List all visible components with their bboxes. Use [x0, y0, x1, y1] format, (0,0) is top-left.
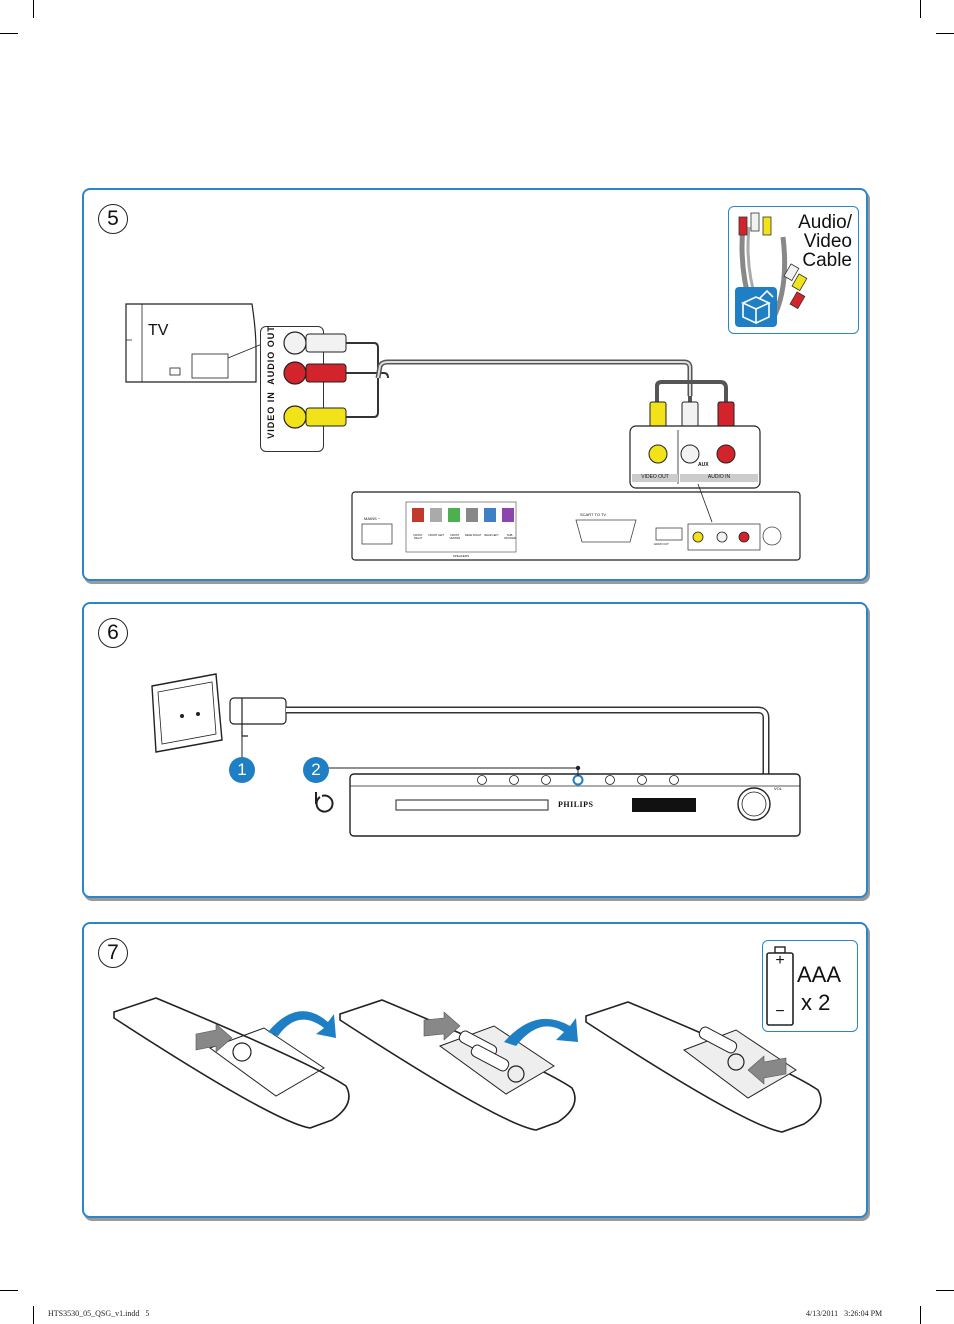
volume-label: VOL [774, 786, 783, 791]
tv-label: TV [148, 322, 169, 339]
speaker-port-label: REAR RIGHT [465, 534, 482, 537]
battery-icon [766, 946, 794, 1026]
av-cable-connection [283, 331, 801, 561]
step-6-panel: 6 1 2 PHILIPS [82, 602, 868, 898]
crop-mark [936, 33, 954, 34]
unit-speakers-label: SPEAKERS [452, 554, 470, 558]
speaker-port-label: SUB-WOOFER [504, 534, 516, 540]
speaker-port-labels: FRONT RIGHT FRONT LEFT FRONT CENTER REAR… [410, 534, 518, 540]
av-cable-icon [735, 212, 808, 327]
step-number: 5 [98, 204, 128, 234]
crop-mark [920, 0, 921, 18]
remote-inserted [585, 1001, 822, 1133]
footer-filename: HTS3530_05_QSG_v1.indd 5 [48, 1309, 150, 1318]
crop-mark [33, 0, 34, 18]
crop-mark [936, 1290, 954, 1291]
battery-minus-sign: − [775, 1003, 785, 1020]
crop-mark [0, 33, 18, 34]
crop-mark [920, 1306, 921, 1324]
speaker-port-label: FRONT CENTER [449, 534, 461, 540]
remote-closed [113, 997, 350, 1129]
speaker-port-label: REAR LEFT [484, 534, 499, 537]
speaker-port-label: FRONT RIGHT [413, 534, 423, 540]
battery-count-label: x 2 [801, 990, 831, 1015]
step-5-panel: 5 Audio/ Video Cable TV AUDIO OUT VIDEO … [82, 188, 868, 581]
step-number: 6 [98, 618, 128, 648]
unit-aux-label: AUX [698, 462, 709, 468]
callout-badge-1: 1 [237, 760, 247, 779]
unit-scart-label: SCART TO TV [580, 512, 607, 517]
step-number: 7 [98, 938, 128, 968]
av-cable-label: Audio/ Video Cable [798, 212, 852, 271]
unit-video-out-label: VIDEO OUT [641, 474, 669, 480]
av-cable-accessory-box: Audio/ Video Cable [728, 206, 859, 334]
battery-plus-sign: + [775, 952, 785, 969]
footer-timestamp: 4/13/2011 3:26:04 PM [806, 1309, 883, 1318]
unit-hdmi-label: HDMI OUT [654, 542, 669, 546]
remote-open [339, 999, 576, 1131]
power-connection-illustration [151, 673, 801, 837]
step-7-panel: 7 + − AAA x 2 [82, 922, 868, 1218]
speaker-port-label: FRONT LEFT [428, 534, 445, 537]
crop-mark [33, 1306, 34, 1324]
crop-mark [0, 1290, 18, 1291]
battery-type-label: AAA [797, 962, 842, 987]
brand-logo: PHILIPS [558, 800, 594, 809]
callout-badge-2: 2 [311, 760, 321, 779]
unit-mains-label: MAINS ~ [364, 516, 381, 521]
remote-battery-illustration [113, 997, 822, 1133]
battery-accessory-box: + − AAA x 2 [762, 940, 858, 1032]
unit-audio-in-label: AUDIO IN [707, 474, 731, 480]
